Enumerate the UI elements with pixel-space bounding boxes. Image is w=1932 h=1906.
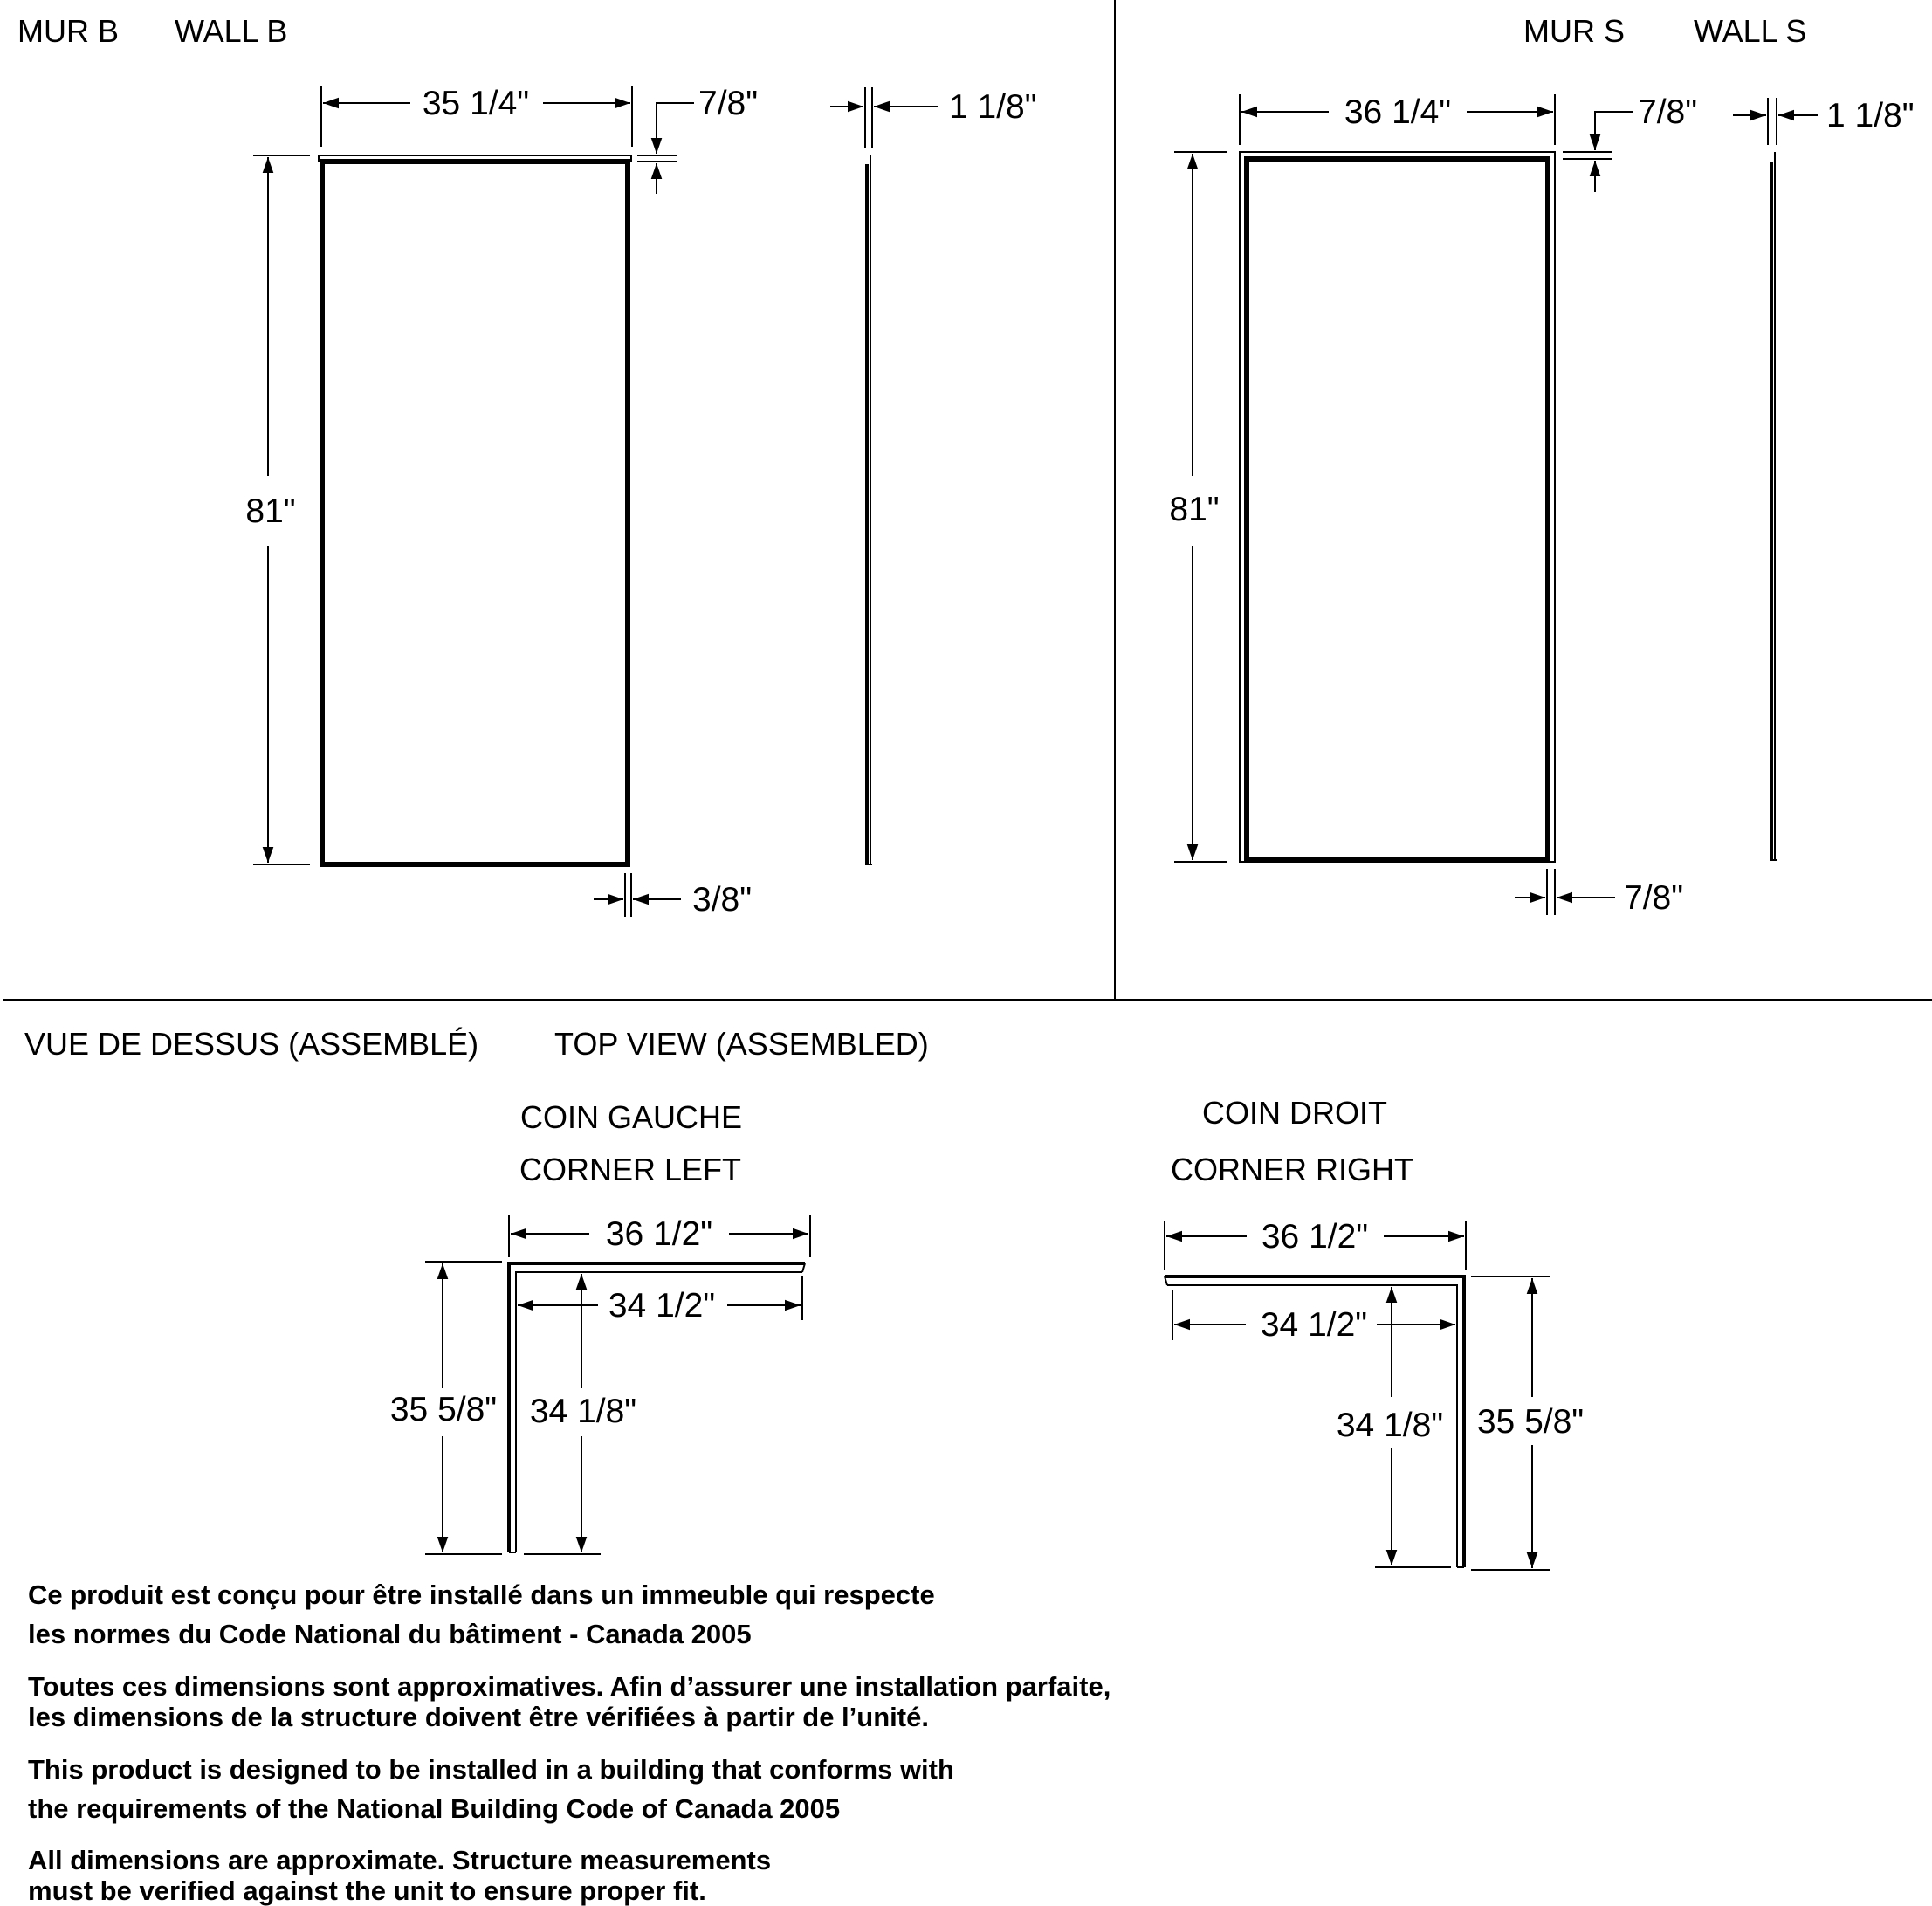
wall-b-label-en: WALL B: [175, 13, 287, 49]
wall-b-label-fr: MUR B: [17, 13, 119, 49]
corner-right-inner-depth-dim: 34 1/8": [1337, 1407, 1443, 1444]
wall-s-height-dim: 81": [1169, 491, 1219, 528]
corner-left-view: COIN GAUCHE CORNER LEFT 36 1/2" 34 1/2" …: [390, 1099, 811, 1555]
wall-b-panel: MUR B WALL B 35 1/4" 81" 7/8": [17, 13, 1037, 919]
corner-right-outer-width-dim: 36 1/2": [1262, 1218, 1368, 1256]
corner-left-outer-width-dim: 36 1/2": [606, 1215, 712, 1253]
corner-right-title-en: CORNER RIGHT: [1171, 1152, 1413, 1187]
wall-s-label-fr: MUR S: [1523, 13, 1625, 49]
corner-right-outer-depth-dim: 35 5/8": [1477, 1403, 1584, 1441]
corner-left-inner-depth-dim: 34 1/8": [530, 1393, 636, 1430]
note-fr-approx-line-2: les dimensions de la structure doivent ê…: [28, 1702, 929, 1732]
wall-s-front-outline: [1244, 156, 1550, 863]
wall-s-side-depth-dim: 1 1/8": [1826, 97, 1915, 134]
wall-b-top-return-dim: 7/8": [698, 85, 758, 122]
top-view-title-fr: VUE DE DESSUS (ASSEMBLÉ): [24, 1026, 478, 1062]
corner-left-outer-depth-dim: 35 5/8": [390, 1391, 497, 1428]
corner-left-title-fr: COIN GAUCHE: [520, 1099, 742, 1135]
corner-left-inner-width-dim: 34 1/2": [608, 1287, 715, 1325]
corner-right-view: COIN DROIT CORNER RIGHT 36 1/2" 34 1/2" …: [1164, 1095, 1584, 1571]
corner-right-profile: [1165, 1275, 1466, 1567]
top-view-title-en: TOP VIEW (ASSEMBLED): [554, 1026, 929, 1062]
note-en-code-line-2: the requirements of the National Buildin…: [28, 1793, 841, 1824]
wall-s-side-return-dim: 7/8": [1624, 879, 1683, 917]
wall-s-width-dim: 36 1/4": [1344, 93, 1451, 131]
note-en-approx-line-2: must be verified against the unit to ens…: [28, 1875, 706, 1906]
note-fr-approx-line-1: Toutes ces dimensions sont approximative…: [28, 1671, 1111, 1702]
wall-b-side-depth-dim: 1 1/8": [949, 88, 1037, 126]
note-en-approx-line-1: All dimensions are approximate. Structur…: [28, 1845, 772, 1875]
wall-b-front-outline: [320, 159, 630, 867]
corner-right-inner-width-dim: 34 1/2": [1261, 1306, 1367, 1344]
note-fr-code-line-1: Ce produit est conçu pour être installé …: [28, 1579, 935, 1610]
wall-s-top-return-dim: 7/8": [1638, 93, 1697, 131]
note-fr-code-line-2: les normes du Code National du bâtiment …: [28, 1619, 752, 1649]
corner-left-title-en: CORNER LEFT: [519, 1152, 741, 1187]
wall-b-side-return-dim: 3/8": [692, 881, 752, 919]
wall-b-width-dim: 35 1/4": [423, 85, 529, 122]
corner-left-profile: [507, 1262, 805, 1552]
corner-right-title-fr: COIN DROIT: [1202, 1095, 1387, 1131]
wall-b-height-dim: 81": [245, 492, 295, 530]
wall-s-panel: MUR S WALL S 36 1/4" 81" 7/8" 1 1/8": [1169, 13, 1914, 917]
wall-s-label-en: WALL S: [1694, 13, 1806, 49]
note-en-code-line-1: This product is designed to be installed…: [28, 1754, 954, 1785]
